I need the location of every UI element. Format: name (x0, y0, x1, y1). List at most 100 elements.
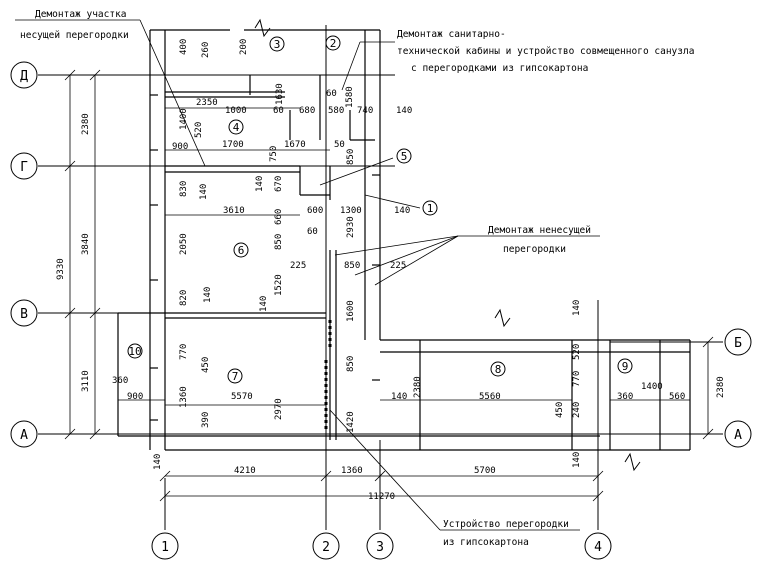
axis-bubble-1 (151, 532, 179, 560)
dim-2970: 2970 (274, 398, 284, 420)
dim-225a: 225 (290, 261, 306, 271)
dim-1300: 1300 (340, 206, 362, 216)
dimension-lines (64, 69, 714, 502)
dim-400: 400 (179, 39, 189, 55)
dim-670: 670 (274, 176, 284, 192)
axis-bubble-a-right (724, 420, 752, 448)
note-nonbearing-1: Демонтаж ненесущей (488, 225, 591, 236)
dim-770b: 770 (572, 371, 582, 387)
axis-label-v: В (20, 307, 28, 322)
axis-label-4: 4 (594, 540, 602, 555)
axis-bubble-a-left (10, 420, 38, 448)
dim-1360a: 1360 (179, 386, 189, 408)
dim-3610: 3610 (223, 206, 245, 216)
dim-850a: 850 (346, 149, 356, 165)
axis-label-d: Д (20, 69, 28, 84)
axis-bubble-3 (366, 532, 394, 560)
dim-520b: 520 (572, 344, 582, 360)
dim-1630: 1630 (275, 83, 285, 105)
room-number-6: 6 (238, 244, 245, 257)
dim-830: 830 (179, 181, 189, 197)
dim-5700: 5700 (474, 466, 496, 476)
dim-140h: 140 (391, 392, 407, 402)
room-number-7: 7 (232, 370, 239, 383)
dim-850b: 850 (274, 234, 284, 250)
dim-850d: 850 (346, 356, 356, 372)
note-new-partition-1: Устройство перегородки (443, 519, 569, 530)
dim-850c: 850 (344, 261, 360, 271)
room-number-8: 8 (495, 363, 502, 376)
dim-60c: 60 (307, 227, 318, 237)
dim-2380b: 2380 (716, 376, 726, 398)
axis-bubble-2 (312, 532, 340, 560)
break-mark-right (494, 308, 511, 328)
note-demolition-bearing-2: несущей перегородки (20, 30, 129, 41)
dim-5570: 5570 (231, 392, 253, 402)
axis-label-a-left: А (20, 428, 28, 443)
dim-1400a: 1400 (179, 108, 189, 130)
dim-390: 390 (201, 412, 211, 428)
walls (117, 29, 691, 451)
note-sanitary-1: Демонтаж санитарно- (397, 29, 506, 40)
dim-1600: 1600 (346, 300, 356, 322)
room-marker-6 (233, 242, 249, 258)
dim-140f: 140 (259, 296, 269, 312)
dim-770a: 770 (179, 344, 189, 360)
axis-label-3: 3 (376, 540, 384, 555)
dim-520a: 520 (194, 122, 204, 138)
axis-bubble-g (10, 152, 38, 180)
dim-140g: 140 (572, 300, 582, 316)
dim-1700: 1700 (222, 140, 244, 150)
dim-140j: 140 (572, 452, 582, 468)
room-marker-7 (227, 368, 243, 384)
dim-3840: 3840 (81, 233, 91, 255)
room-marker-1 (422, 200, 438, 216)
dim-140c: 140 (255, 176, 265, 192)
dim-225b: 225 (390, 261, 406, 271)
dim-2930: 2930 (346, 216, 356, 238)
dim-900b: 900 (127, 392, 143, 402)
room-marker-10 (127, 343, 143, 359)
dim-140a: 140 (396, 106, 412, 116)
dim-11270: 11270 (368, 492, 395, 502)
dim-1360b: 1360 (341, 466, 363, 476)
dim-450a: 450 (201, 357, 211, 373)
dim-1420: 1420 (346, 411, 356, 433)
dim-60b: 60 (326, 89, 337, 99)
dim-2350: 2350 (196, 98, 218, 108)
axis-bubble-v (10, 299, 38, 327)
room-number-4: 4 (233, 121, 240, 134)
axis-bubble-d (10, 61, 38, 89)
dim-740: 740 (357, 106, 373, 116)
dim-140e: 140 (203, 287, 213, 303)
axis-label-b-right: Б (734, 336, 742, 351)
dim-580a: 580 (328, 106, 344, 116)
axis-label-2: 2 (322, 540, 330, 555)
axis-label-1: 1 (161, 540, 169, 555)
dim-3110: 3110 (81, 370, 91, 392)
dim-1400b: 1400 (641, 382, 663, 392)
note-sanitary-2: технической кабины и устройство совмещен… (397, 46, 694, 57)
note-sanitary-3: с перегородками из гипсокартона (411, 63, 588, 74)
room-number-5: 5 (401, 150, 408, 163)
dim-5560: 5560 (479, 392, 501, 402)
axis-label-g: Г (20, 160, 28, 175)
room-marker-3 (269, 36, 285, 52)
dim-1580: 1580 (345, 86, 355, 108)
room-number-2: 2 (330, 37, 337, 50)
room-marker-9 (617, 358, 633, 374)
dim-4210: 4210 (234, 466, 256, 476)
axis-label-a-right: А (734, 428, 742, 443)
dim-260: 260 (201, 42, 211, 58)
dim-140d: 140 (394, 206, 410, 216)
dim-360a: 360 (112, 376, 128, 386)
dim-820: 820 (179, 290, 189, 306)
dim-750: 750 (269, 146, 279, 162)
dim-2050: 2050 (179, 233, 189, 255)
room-marker-2 (325, 35, 341, 51)
dim-660: 660 (274, 209, 284, 225)
note-nonbearing-2: перегородки (503, 244, 566, 255)
dim-1670: 1670 (284, 140, 306, 150)
dim-1520: 1520 (274, 274, 284, 296)
